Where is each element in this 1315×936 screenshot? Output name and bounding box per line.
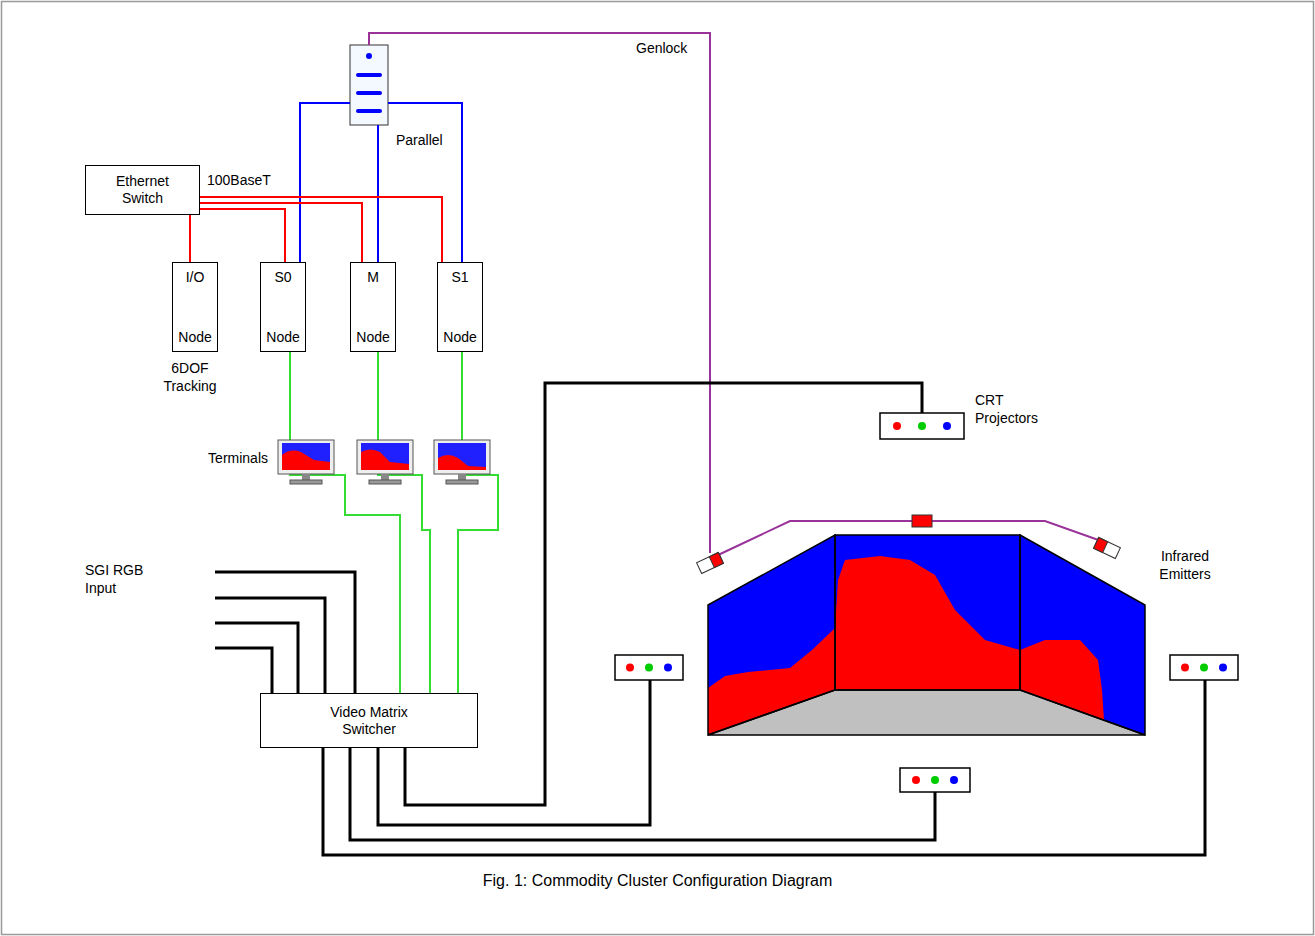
monitor-base — [446, 480, 478, 484]
crt-projector — [880, 413, 964, 439]
wall-outline — [708, 535, 835, 735]
monitor-bezel — [278, 440, 334, 474]
annotation-label: 100BaseT — [207, 172, 271, 190]
connector — [290, 352, 400, 693]
terminal-icon — [278, 440, 334, 484]
annotation-label: Terminals — [188, 450, 268, 468]
projector-tube — [943, 422, 951, 430]
node-box: S1Node — [437, 262, 483, 352]
annotation-label: Parallel — [396, 132, 443, 150]
node-label: Node — [266, 329, 299, 346]
connector — [378, 352, 430, 693]
rgb-input-wire — [215, 623, 298, 693]
emitter-lens — [1094, 537, 1108, 552]
annotation-label: CRT Projectors — [975, 392, 1055, 427]
node-label: S0 — [274, 269, 291, 286]
figure-caption: Fig. 1: Commodity Cluster Configuration … — [0, 872, 1315, 890]
parallel-wire — [377, 125, 379, 262]
hub-port — [358, 91, 380, 95]
rgb-input-wire — [215, 648, 272, 693]
monitor-screen — [438, 443, 486, 470]
node-label: Node — [178, 329, 211, 346]
hub-port — [358, 73, 380, 77]
projector-tube — [1219, 664, 1227, 672]
parallel-hub — [350, 45, 388, 125]
projector-tube — [645, 664, 653, 672]
monitor-bezel — [357, 440, 413, 474]
projector-tube — [893, 422, 901, 430]
node-box: S0Node — [260, 262, 306, 352]
node-box: I/O Node — [172, 262, 218, 352]
wall-outline — [835, 535, 1020, 690]
node-label: Video Matrix Switcher — [314, 704, 424, 738]
annotation-label: 6DOF Tracking — [150, 360, 230, 395]
node-label: Ethernet Switch — [102, 173, 184, 207]
screen-terrain — [282, 451, 330, 470]
emitter-body — [697, 552, 724, 573]
connector — [458, 352, 498, 693]
monitor-base — [290, 480, 322, 484]
crt-projector — [615, 655, 683, 680]
rgb-input-wire — [215, 572, 355, 693]
node-label: Node — [356, 329, 389, 346]
connector — [200, 197, 442, 262]
hub-led — [366, 53, 372, 59]
connector — [200, 203, 362, 262]
node-label: M — [367, 269, 379, 286]
projector-tube — [1200, 664, 1208, 672]
annotation-label: SGI RGB Input — [85, 562, 147, 597]
annotation-label: Genlock — [636, 40, 687, 58]
connector — [200, 209, 285, 262]
crt-projector — [900, 768, 970, 792]
annotation-label: Infrared Emitters — [1135, 548, 1235, 583]
monitor-stand — [302, 474, 310, 480]
infrared-emitter — [1094, 537, 1121, 558]
hub-port — [358, 109, 380, 113]
wall-outline — [1020, 535, 1145, 735]
infrared-emitter — [912, 515, 932, 527]
rgb-input-wire — [215, 598, 325, 693]
node-label: S1 — [451, 269, 468, 286]
node-box: M Node — [350, 262, 396, 352]
parallel-wire — [300, 103, 350, 262]
node-label: I/O — [186, 269, 205, 286]
projector-tube — [912, 776, 920, 784]
monitor-bezel — [434, 440, 490, 474]
node-box: Ethernet Switch — [85, 165, 200, 215]
terminal-icon — [357, 440, 413, 484]
screen-terrain — [361, 450, 409, 471]
monitor-base — [369, 480, 401, 484]
screen-terrain — [438, 455, 486, 470]
crt-projector — [1170, 655, 1238, 680]
projector-tube — [664, 664, 672, 672]
parallel-wire — [388, 103, 462, 262]
emitter-body — [1094, 537, 1121, 558]
monitor-stand — [458, 474, 466, 480]
node-box: Video Matrix Switcher — [260, 693, 478, 748]
video-output-wire — [350, 748, 935, 840]
emitter-lens — [709, 552, 723, 567]
connector — [189, 215, 191, 262]
projector-tube — [1181, 664, 1189, 672]
terminal-icon — [434, 440, 490, 484]
infrared-emitter — [697, 552, 724, 573]
projector-tube — [950, 776, 958, 784]
monitor-screen — [361, 443, 409, 470]
node-label: Node — [443, 329, 476, 346]
projector-tube — [626, 664, 634, 672]
terrain-front — [835, 556, 1020, 690]
cave-front-wall — [835, 535, 1020, 690]
monitor-stand — [381, 474, 389, 480]
monitor-screen — [282, 443, 330, 470]
projector-tube — [931, 776, 939, 784]
projector-tube — [918, 422, 926, 430]
